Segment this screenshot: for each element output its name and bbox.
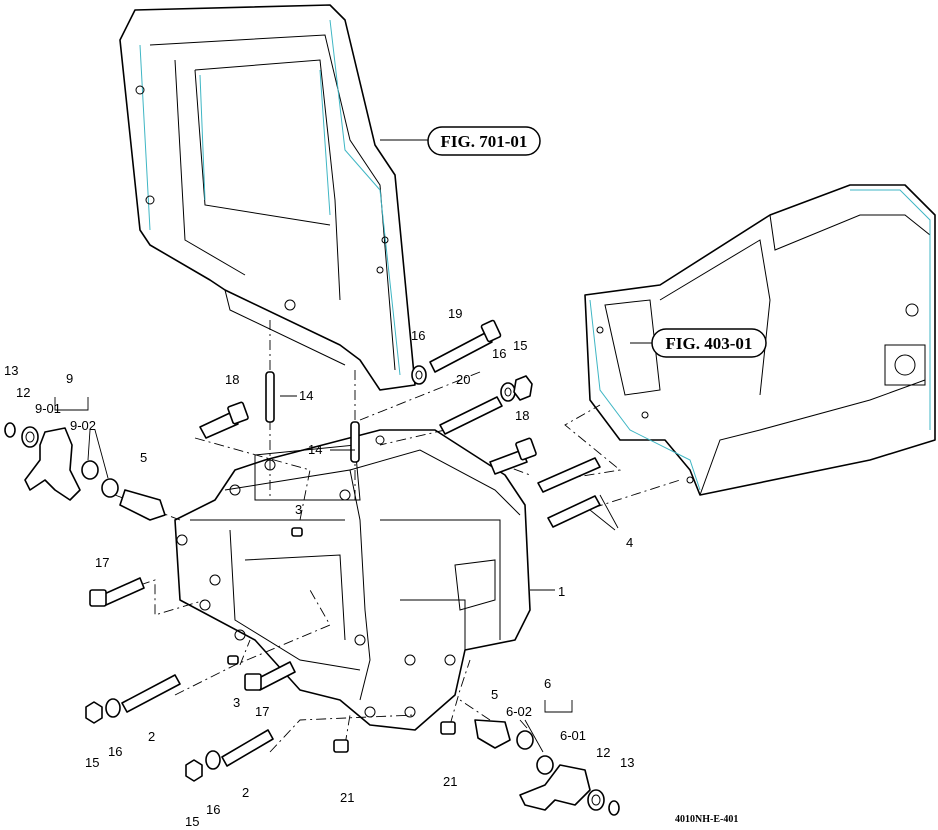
right-fitting-group bbox=[474, 719, 620, 816]
callout-16: 16 bbox=[206, 802, 220, 817]
callout-5: 5 bbox=[491, 687, 498, 702]
callout-15: 15 bbox=[185, 814, 199, 829]
callout-3: 3 bbox=[295, 502, 302, 517]
callout-9: 9 bbox=[66, 371, 73, 386]
callout-labels: 1 2 2 3 3 4 5 5 6 6-01 6-02 9 9-01 9-02 … bbox=[4, 306, 634, 829]
callout-17: 17 bbox=[95, 555, 109, 570]
fig-ref-403-label: FIG. 403-01 bbox=[666, 334, 753, 353]
callout-6: 6 bbox=[544, 676, 551, 691]
callout-13: 13 bbox=[620, 755, 634, 770]
callout-6-01: 6-01 bbox=[560, 728, 586, 743]
callout-13: 13 bbox=[4, 363, 18, 378]
callout-16: 16 bbox=[108, 744, 122, 759]
left-fitting-group bbox=[4, 422, 166, 521]
fasteners bbox=[85, 319, 601, 782]
fig-ref-701[interactable]: FIG. 701-01 bbox=[427, 126, 541, 156]
fig-ref-701-label: FIG. 701-01 bbox=[441, 132, 528, 151]
callout-19: 19 bbox=[448, 306, 462, 321]
callout-15: 15 bbox=[85, 755, 99, 770]
callout-9-01: 9-01 bbox=[35, 401, 61, 416]
front-frame-assembly bbox=[119, 4, 416, 391]
callout-16: 16 bbox=[492, 346, 506, 361]
callout-20: 20 bbox=[456, 372, 470, 387]
callout-18: 18 bbox=[515, 408, 529, 423]
callout-1: 1 bbox=[558, 584, 565, 599]
main-case bbox=[174, 429, 531, 731]
callout-9-02: 9-02 bbox=[70, 418, 96, 433]
callout-5: 5 bbox=[140, 450, 147, 465]
callout-3: 3 bbox=[233, 695, 240, 710]
callout-14: 14 bbox=[299, 388, 313, 403]
callout-17: 17 bbox=[255, 704, 269, 719]
callout-12: 12 bbox=[596, 745, 610, 760]
callout-2: 2 bbox=[148, 729, 155, 744]
callout-4: 4 bbox=[626, 535, 633, 550]
callout-21: 21 bbox=[443, 774, 457, 789]
drawing-code: 4010NH-E-401 bbox=[675, 814, 738, 825]
callout-12: 12 bbox=[16, 385, 30, 400]
callout-6-02: 6-02 bbox=[506, 704, 532, 719]
callout-14: 14 bbox=[308, 442, 322, 457]
leader-lines bbox=[54, 139, 660, 753]
callout-16: 16 bbox=[411, 328, 425, 343]
fig-ref-403[interactable]: FIG. 403-01 bbox=[651, 328, 767, 358]
callout-21: 21 bbox=[340, 790, 354, 805]
callout-2: 2 bbox=[242, 785, 249, 800]
callout-18: 18 bbox=[225, 372, 239, 387]
callout-15: 15 bbox=[513, 338, 527, 353]
